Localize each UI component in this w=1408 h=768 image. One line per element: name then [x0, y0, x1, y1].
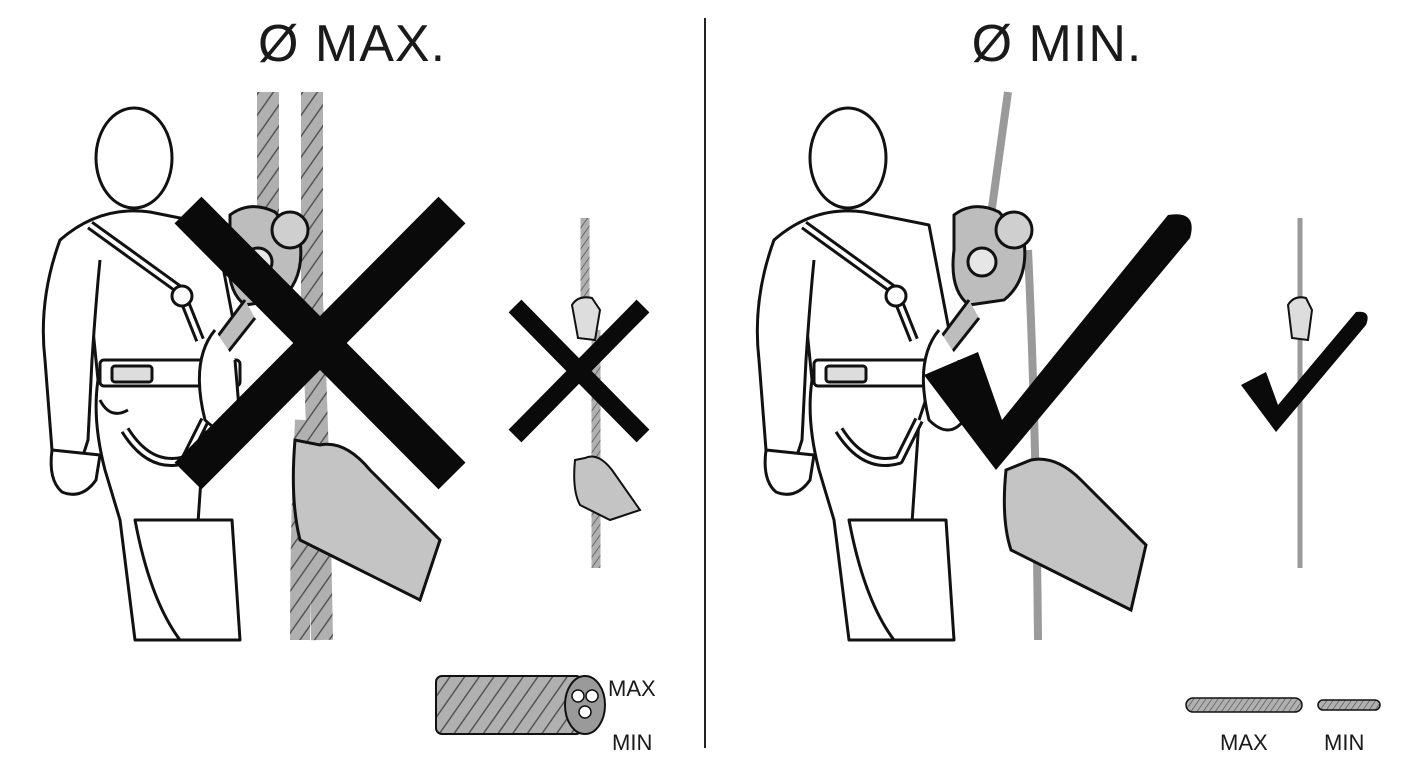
incorrect-x-mark-large — [174, 196, 466, 490]
thin-rope — [987, 91, 1012, 216]
worker-figure — [41, 106, 242, 642]
panel-divider — [704, 18, 706, 748]
worker-hand-left — [763, 448, 816, 496]
max-diameter-panel: Ø MAX. — [41, 15, 656, 755]
worker-head — [808, 106, 888, 210]
correct-check-mark-small — [1241, 311, 1368, 432]
worker-hand-left — [49, 448, 102, 496]
worker-head — [94, 106, 174, 210]
incorrect-x-mark-small — [508, 299, 650, 443]
legend-max-label: MAX — [608, 676, 656, 701]
worker-arm — [41, 239, 102, 467]
legend-min-label: MIN — [612, 730, 653, 755]
min-diameter-panel: Ø MIN. — [706, 0, 1408, 768]
worker-figure — [755, 106, 956, 642]
correct-check-mark-large — [924, 214, 1192, 470]
detail-hand-max — [573, 455, 642, 522]
gloved-hand — [291, 438, 442, 603]
max-diameter-title: Ø MAX. — [257, 15, 447, 73]
worker-leg — [847, 518, 956, 642]
min-diameter-title: Ø MIN. — [971, 15, 1143, 73]
max-diameter-illustration — [41, 92, 650, 735]
harness-ring — [884, 284, 908, 308]
worker-arm — [755, 239, 816, 467]
harness-ring — [170, 284, 194, 308]
gloved-hand — [1002, 457, 1148, 613]
legend-max-label: MAX — [1220, 730, 1268, 755]
rope-cross-section-legend — [435, 675, 606, 735]
rope-diameter-legend — [1185, 697, 1381, 713]
min-diameter-illustration — [755, 91, 1381, 713]
legend-min-label: MIN — [1324, 730, 1365, 755]
detail-rope-max — [570, 218, 642, 568]
worker-leg — [133, 518, 242, 642]
